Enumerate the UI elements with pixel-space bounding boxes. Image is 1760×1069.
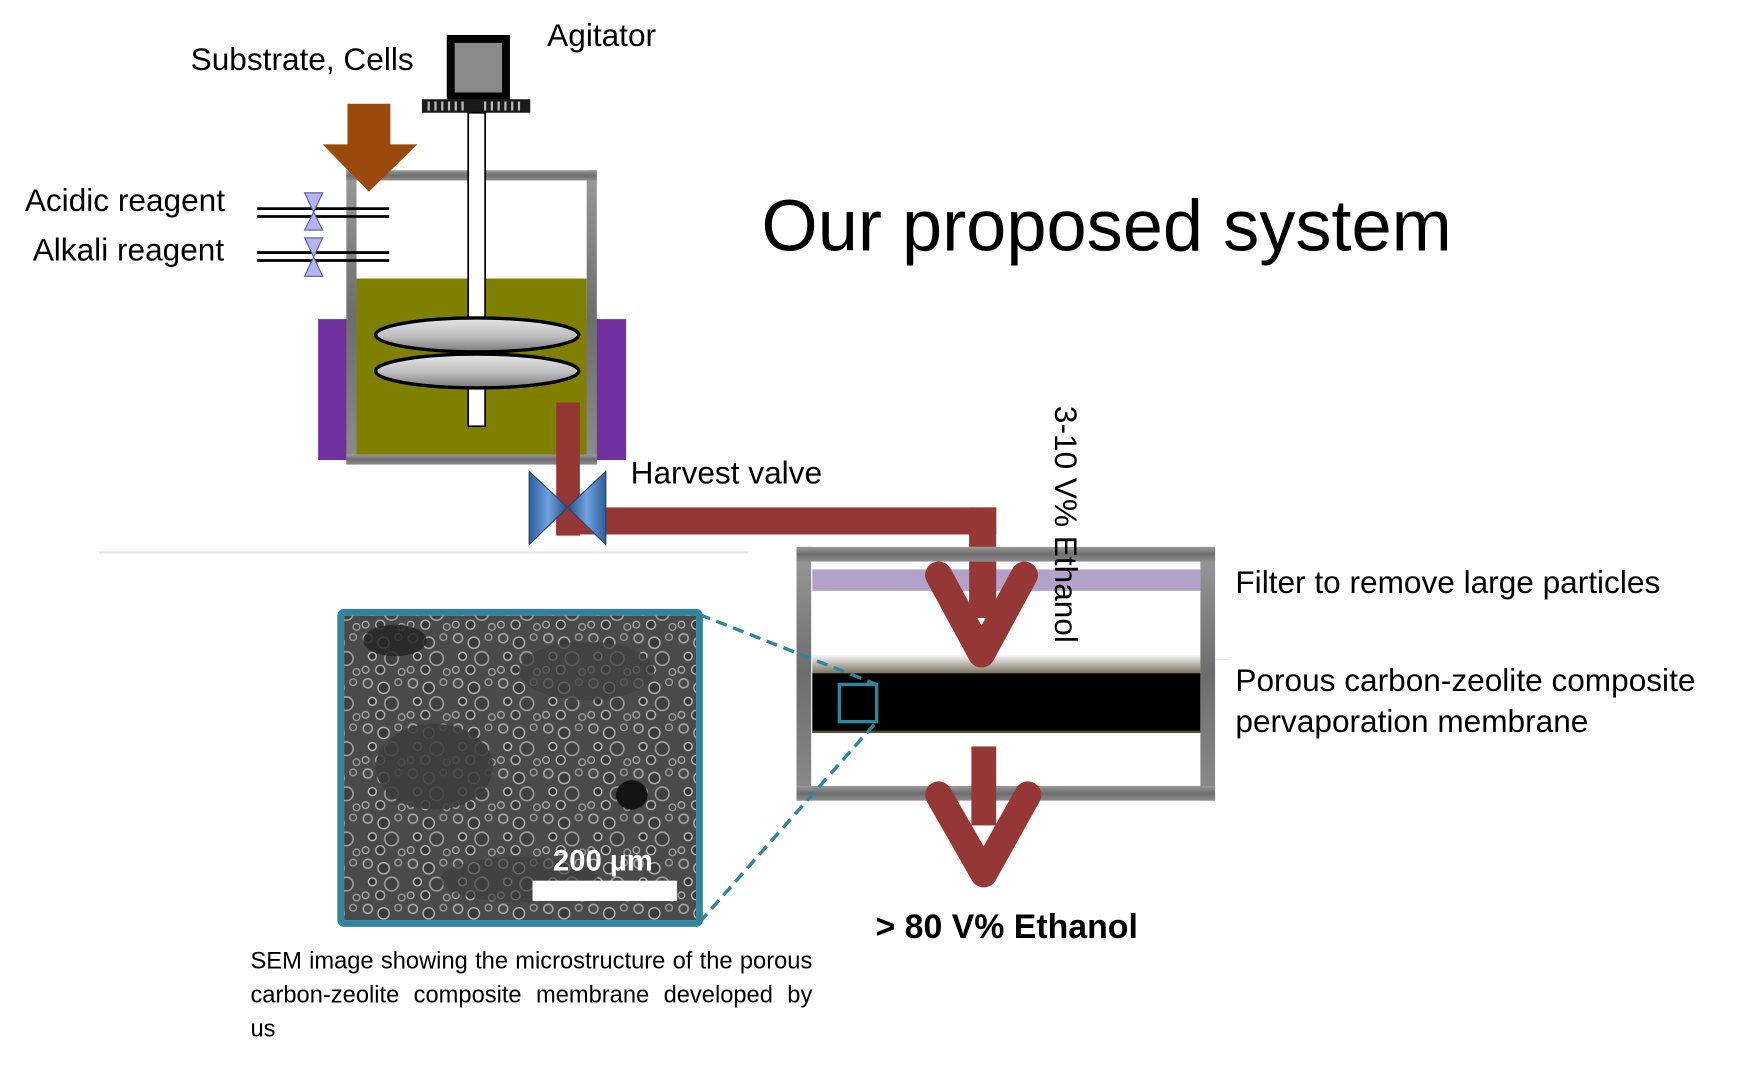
acidic-reagent-label: Acidic reagent	[24, 182, 226, 218]
feed-arrow-icon	[322, 103, 418, 192]
membrane-label-line2: pervaporation membrane	[1235, 703, 1589, 739]
agitator-label: Agitator	[547, 18, 657, 53]
harvest-valve-icon	[528, 470, 607, 546]
feed-concentration-label: 3-10 V% Ethanol	[1048, 405, 1084, 643]
acidic-reagent-line	[257, 207, 390, 218]
sem-image	[337, 608, 703, 927]
agitator-motor-icon	[421, 34, 531, 113]
feed-down-arrow-icon	[925, 561, 1038, 668]
harvest-valve-label: Harvest valve	[630, 455, 823, 491]
membrane-label-line1: Porous carbon-zeolite composite	[1235, 663, 1696, 698]
scale-bar	[532, 880, 677, 901]
alkali-reagent-label: Alkali reagent	[32, 232, 225, 268]
product-label: > 80 V% Ethanol	[875, 908, 1138, 947]
sem-caption: SEM image showing the microstructure of …	[250, 948, 813, 1042]
impeller-icon	[373, 316, 581, 390]
alkali-reagent-line	[257, 251, 390, 262]
filter-label: Filter to remove large particles	[1235, 564, 1661, 600]
page-title: Our proposed system	[761, 184, 1452, 267]
scale-bar-label: 200 µm	[552, 843, 653, 878]
product-arrow-icon	[925, 746, 1042, 888]
feed-label: Substrate, Cells	[190, 41, 414, 77]
zoom-callout	[698, 612, 879, 924]
reagent-valve-icon	[303, 192, 324, 277]
